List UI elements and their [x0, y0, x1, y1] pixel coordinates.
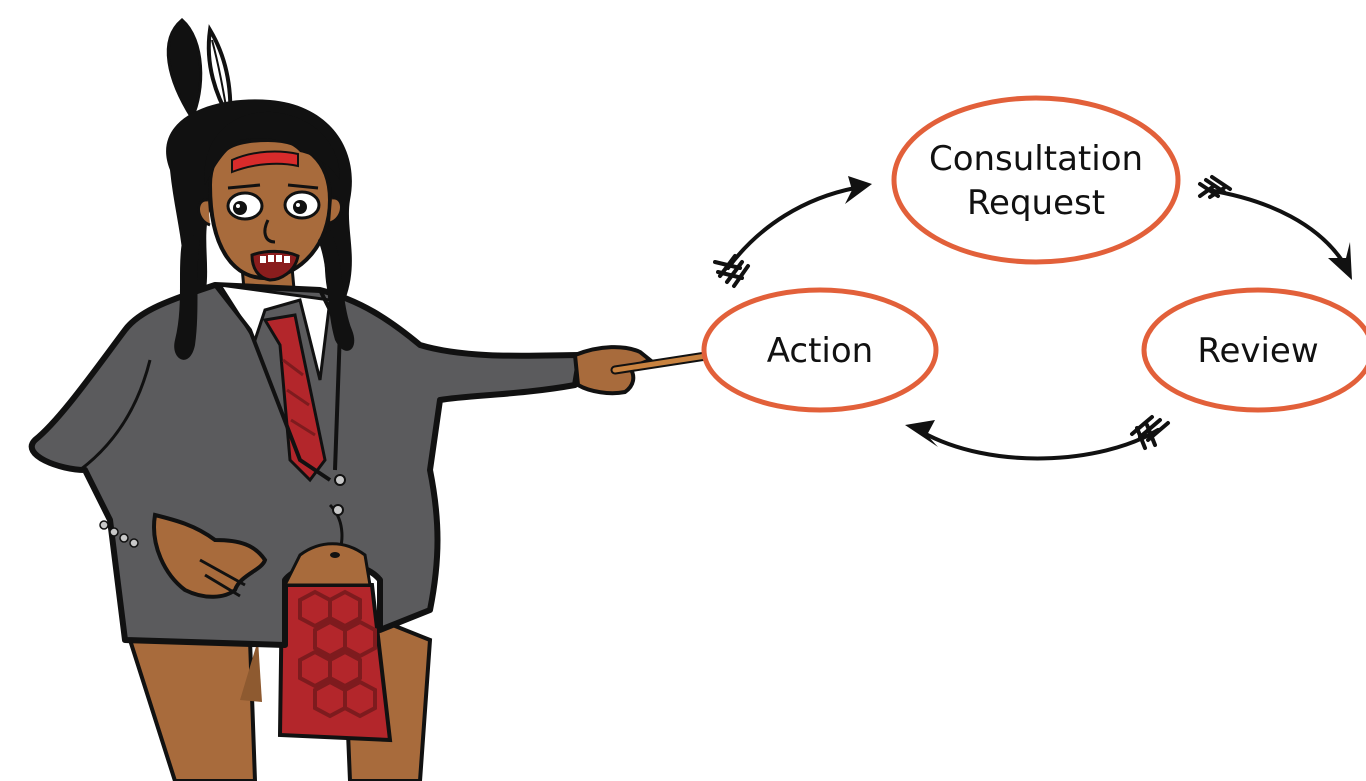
patterned-skirt — [277, 583, 393, 743]
node-label-consultation-line1: Consultation — [929, 139, 1143, 179]
arrow-action-to-consultation — [713, 176, 872, 288]
cycle-diagram: Consultation Request Action Review — [701, 95, 1366, 461]
node-ring-action — [701, 287, 939, 413]
node-label-consultation-line2: Request — [967, 183, 1105, 223]
face — [197, 111, 343, 282]
hand-on-hip — [152, 512, 268, 599]
node-ring-review — [1141, 287, 1366, 413]
node-label-review: Review — [1197, 331, 1318, 371]
presenter-illustration — [29, 18, 750, 781]
arrow-consultation-to-review — [1198, 175, 1352, 280]
braids — [174, 230, 355, 360]
node-consultation-request: Consultation Request — [891, 95, 1181, 265]
node-label-action: Action — [767, 331, 873, 371]
headband — [231, 150, 299, 174]
node-action: Action — [701, 287, 939, 413]
node-ring-consultation — [891, 95, 1181, 265]
arrow-review-to-action — [905, 415, 1170, 461]
node-review: Review — [1141, 287, 1366, 413]
